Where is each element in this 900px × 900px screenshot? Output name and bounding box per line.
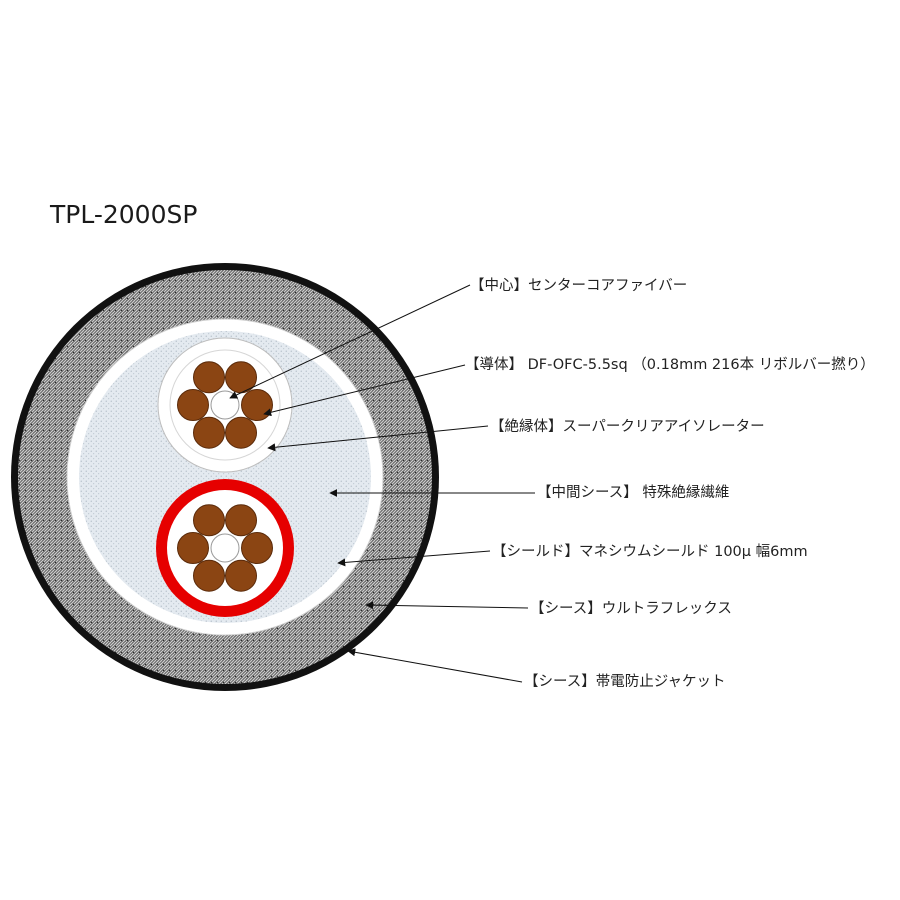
lower-conductor-strand — [241, 532, 273, 564]
intermediate-sheath — [79, 331, 371, 623]
lower-conductor-strand — [225, 559, 257, 592]
label-mid-sheath: 【中間シース】 特殊絶縁繊維 — [537, 484, 729, 501]
lower-conductor-strand — [193, 504, 225, 537]
label-sheath-jacket: 【シース】帯電防止ジャケット — [524, 673, 726, 690]
lower-conductor-strand — [177, 532, 209, 564]
leader-shield — [337, 550, 491, 567]
upper-conductor-strand — [193, 361, 225, 394]
leader-sheath-ultraflex — [365, 601, 529, 610]
upper-conductor-strand — [193, 416, 225, 449]
product-title: TPL-2000SP — [50, 200, 198, 229]
label-shield: 【シールド】マネシウムシールド 100μ 幅6mm — [492, 543, 808, 560]
upper-conductor-strand — [225, 416, 257, 449]
leader-conductor — [263, 364, 466, 417]
label-sheath-ultraflex: 【シース】ウルトラフレックス — [530, 600, 732, 617]
lower-conductor-strand — [193, 559, 225, 592]
center-core-fiber-lower — [210, 533, 240, 563]
label-center: 【中心】センターコアファイバー — [470, 277, 687, 294]
upper-conductor-strand — [241, 389, 273, 421]
leader-insulator — [267, 425, 489, 452]
upper-conductor-bundle — [157, 337, 293, 473]
leader-center — [229, 284, 471, 399]
leader-sheath-jacket — [347, 648, 523, 683]
lower-conductor-bundle — [156, 479, 294, 617]
upper-conductor-strand — [177, 389, 209, 421]
label-insulator: 【絶縁体】スーパークリアアイソレーター — [490, 418, 765, 435]
label-conductor: 【導体】 DF-OFC-5.5sq （0.18mm 216本 リボルバー撚り） — [465, 356, 875, 373]
lower-conductor-strand — [225, 504, 257, 537]
